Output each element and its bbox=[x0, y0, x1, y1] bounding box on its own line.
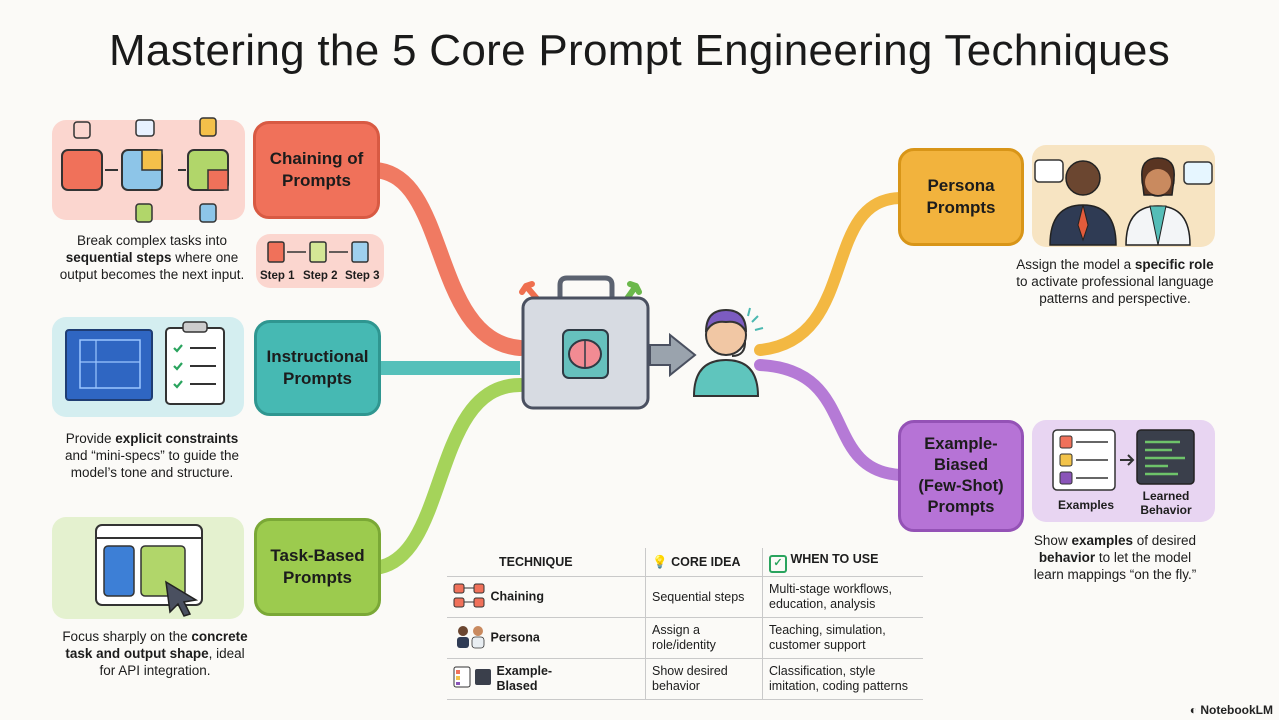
summary-table: TECHNIQUE 💡 CORE IDEA ✓ WHEN TO USE Chai… bbox=[447, 548, 923, 700]
fewshot-box: Example-Biased(Few-Shot)Prompts bbox=[898, 420, 1024, 532]
chaining-mini-icon bbox=[453, 581, 487, 613]
persona-mini-icon bbox=[453, 623, 487, 653]
chaining-label-line1: Chaining of bbox=[269, 149, 364, 168]
step-2-label: Step 2 bbox=[303, 270, 338, 282]
step-1-label: Step 1 bbox=[260, 270, 295, 282]
task-connector bbox=[368, 378, 527, 575]
instructional-label-line1: Instructional bbox=[266, 347, 369, 366]
persona-label-line1: Persona bbox=[927, 176, 995, 195]
chaining-box: Chaining of Prompts bbox=[253, 121, 380, 219]
examples-label: Examples bbox=[1058, 498, 1115, 512]
instructional-label-line2: Prompts bbox=[283, 369, 352, 388]
task-label-line1: Task-Based bbox=[270, 546, 365, 565]
persona-label-line2: Prompts bbox=[926, 198, 996, 217]
toolbox-icon bbox=[519, 275, 650, 410]
arrow-to-agent-icon bbox=[649, 332, 697, 378]
chaining-connector bbox=[367, 162, 528, 356]
page-title: Mastering the 5 Core Prompt Engineering … bbox=[108, 26, 1170, 75]
fewshot-connector bbox=[754, 359, 906, 481]
notebooklm-brand: ◐ NotebookLM bbox=[1189, 703, 1273, 717]
header-core-idea: 💡 CORE IDEA bbox=[645, 548, 763, 577]
chaining-label-line2: Prompts bbox=[282, 171, 351, 190]
lightbulb-icon: 💡 bbox=[652, 554, 668, 569]
support-agent-icon bbox=[692, 307, 764, 397]
header-when-to-use: ✓ WHEN TO USE bbox=[762, 548, 923, 577]
fewshot-mini-icon bbox=[453, 665, 493, 693]
checkbox-icon: ✓ bbox=[769, 554, 787, 573]
table-row: Chaining Sequential steps Multi-stage wo… bbox=[447, 576, 923, 618]
table-header-row: TECHNIQUE 💡 CORE IDEA ✓ WHEN TO USE bbox=[447, 548, 923, 577]
persona-connector bbox=[754, 192, 906, 356]
notebooklm-logo-icon: ◐ bbox=[1189, 703, 1197, 717]
task-label-line2: Prompts bbox=[283, 568, 352, 587]
step-3-label: Step 3 bbox=[345, 270, 380, 282]
header-technique: TECHNIQUE bbox=[447, 548, 646, 577]
